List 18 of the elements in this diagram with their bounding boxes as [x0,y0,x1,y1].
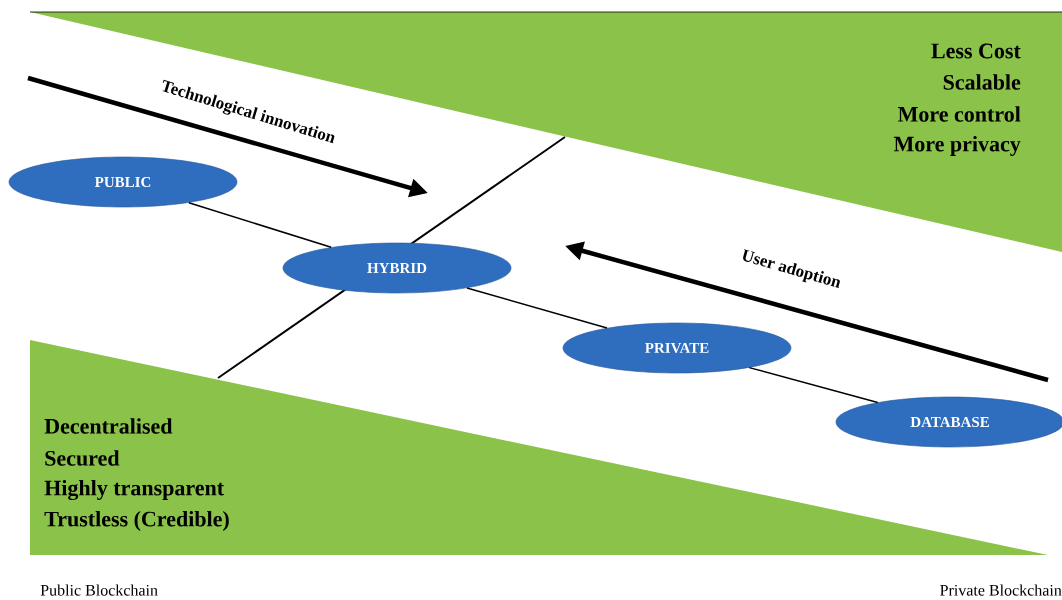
feature-text: More privacy [893,136,1021,156]
arrow-label: User adoption [743,249,840,288]
feature-text: Trustless (Credible) [44,511,229,531]
connector-line [188,201,332,249]
ellipse-node: HYBRID [282,242,512,294]
ellipse-node: PUBLIC [8,156,238,208]
connector-line [466,287,608,329]
feature-text: Secured [45,450,120,466]
feature-text: Highly transparent [44,479,224,501]
feature-text: Scalable [943,74,1021,90]
feature-text: Decentralised [44,418,173,434]
feature-text: More control [898,106,1021,122]
axis-label: Private Blockchain [940,584,1062,596]
ellipse-node: DATABASE [835,396,1062,448]
connector-line [748,366,879,404]
feature-text: Less Cost [931,43,1021,59]
ellipse-node: PRIVATE [562,322,792,374]
axis-label: Public Blockchain [40,584,158,596]
